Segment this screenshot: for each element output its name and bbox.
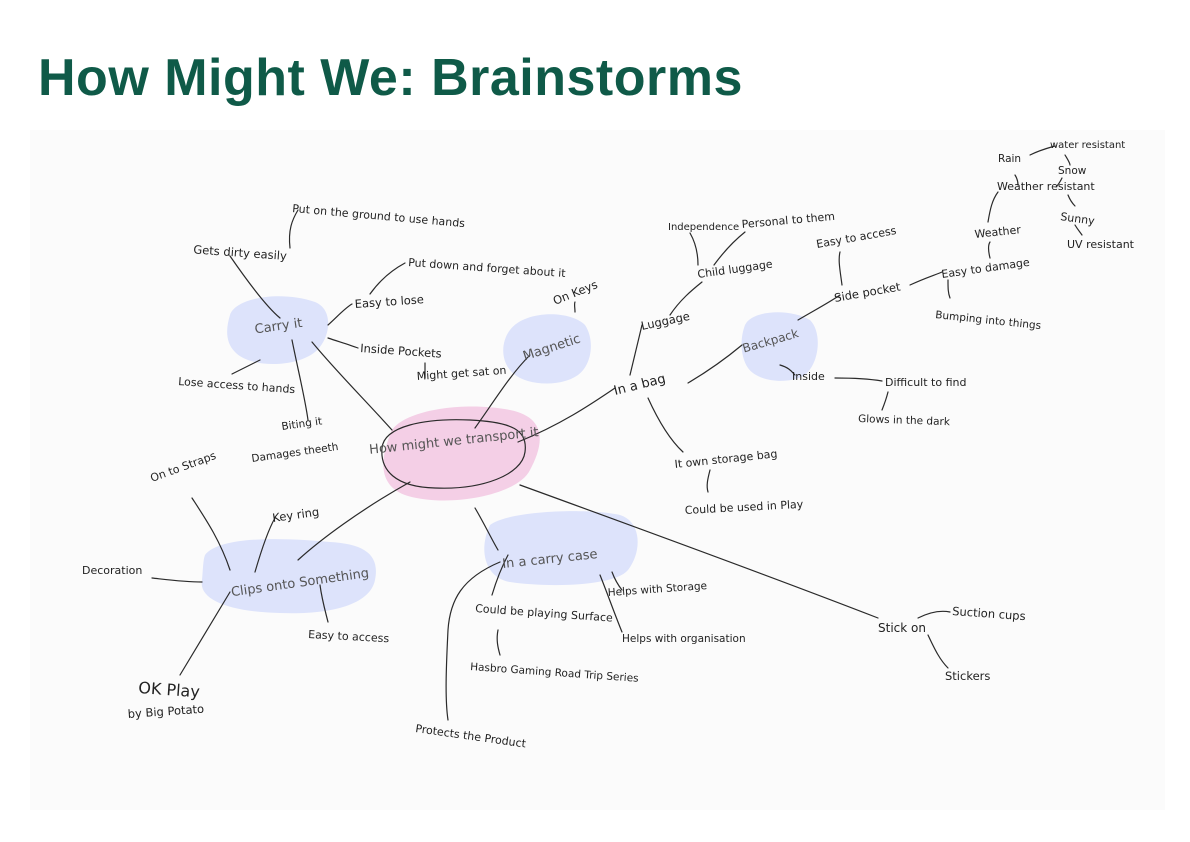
rain-label: Rain xyxy=(998,153,1021,165)
ok-play-label: OK Play xyxy=(138,678,201,701)
put-ground-label: Put on the ground to use hands xyxy=(292,202,466,230)
magnetic-bubble xyxy=(503,314,591,384)
damages-teeth-label: Damages theeth xyxy=(251,441,339,465)
easy-lose-label: Easy to lose xyxy=(354,292,424,311)
playing-surface-label: Could be playing Surface xyxy=(475,602,614,625)
weather-label: Weather xyxy=(974,223,1022,241)
decoration-label: Decoration xyxy=(82,564,142,577)
clips-bubble xyxy=(201,539,376,614)
storage-label: Helps with Storage xyxy=(607,580,707,599)
snow-label: Snow xyxy=(1058,165,1087,177)
gets-dirty-label: Gets dirty easily xyxy=(193,242,288,263)
carry-it-label: Carry it xyxy=(254,316,304,338)
uv-resistant-label: UV resistant xyxy=(1067,238,1135,251)
easy-access-bag-label: Easy to access xyxy=(815,224,897,251)
stick-on-label: Stick on xyxy=(878,621,926,635)
connector-lines xyxy=(151,145,1083,721)
carry-case-bubble xyxy=(484,511,638,586)
glows-label: Glows in the dark xyxy=(858,413,951,428)
page-title: How Might We: Brainstorms xyxy=(38,49,743,107)
inside-label: Inside xyxy=(792,370,825,383)
stickers-label: Stickers xyxy=(945,669,990,683)
luggage-label: Luggage xyxy=(640,309,691,333)
on-straps-label: On to Straps xyxy=(149,449,218,485)
own-storage-bag-label: It own storage bag xyxy=(674,447,778,471)
key-ring-label: Key ring xyxy=(271,505,320,525)
difficult-find-label: Difficult to find xyxy=(885,376,966,389)
independence-label: Independence xyxy=(668,222,739,233)
center-outline xyxy=(381,419,526,489)
carry-it-bubble xyxy=(227,296,329,364)
easy-damage-label: Easy to damage xyxy=(941,256,1031,281)
organisation-label: Helps with organisation xyxy=(622,633,746,645)
clips-easy-access-label: Easy to access xyxy=(308,628,390,645)
sunny-label: Sunny xyxy=(1060,210,1096,228)
protects-label: Protects the Product xyxy=(415,722,528,750)
backpack-bubble xyxy=(741,312,818,381)
in-a-bag-label: In a bag xyxy=(612,372,667,399)
sketch-paper: How might we transport it Carry it Gets … xyxy=(30,130,1165,810)
suction-cups-label: Suction cups xyxy=(952,604,1026,623)
lose-access-label: Lose access to hands xyxy=(178,375,296,396)
water-resistant-label: water resistant xyxy=(1050,140,1125,151)
side-pocket-label: Side pocket xyxy=(833,279,902,305)
used-in-play-label: Could be used in Play xyxy=(684,498,804,517)
inside-pockets-label: Inside Pockets xyxy=(360,341,442,361)
big-potato-label: by Big Potato xyxy=(127,702,204,721)
personal-label: Personal to them xyxy=(741,210,835,231)
bumping-label: Bumping into things xyxy=(935,309,1042,332)
mind-map: How might we transport it Carry it Gets … xyxy=(82,140,1135,751)
child-luggage-label: Child luggage xyxy=(697,258,774,281)
sat-on-label: Might get sat on xyxy=(416,364,507,383)
weather-resistant-label: Weather resistant xyxy=(997,180,1095,193)
hasbro-label: Hasbro Gaming Road Trip Series xyxy=(470,661,639,685)
biting-label: Biting it xyxy=(281,415,323,433)
put-down-label: Put down and forget about it xyxy=(408,256,567,280)
